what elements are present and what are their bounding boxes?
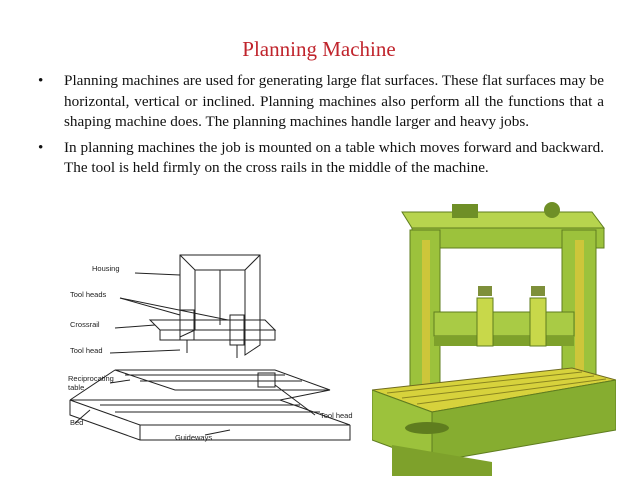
label-tool-head-left: Tool head (70, 346, 103, 355)
bullet-text: In planning machines the job is mounted … (64, 138, 604, 177)
bullet-symbol: • (38, 72, 44, 89)
planing-machine-photo (372, 202, 616, 476)
bullet-item: • Planning machines are used for generat… (38, 71, 604, 133)
crossrail-shape (148, 319, 277, 331)
bullet-item: • In planning machines the job is mounte… (38, 138, 604, 179)
label-tool-heads: Tool heads (70, 290, 107, 299)
bullet-list: • Planning machines are used for generat… (38, 71, 604, 184)
planing-machine-diagram: Housing Tool heads Crossrail Tool head R… (68, 254, 353, 442)
bullet-text: Planning machines are used for generatin… (64, 72, 604, 130)
machine-table (372, 367, 616, 476)
label-housing: Housing (92, 264, 120, 273)
label-table: table (68, 383, 84, 392)
label-guideways: Guideways (175, 433, 212, 442)
table-shape (114, 369, 331, 391)
bullet-symbol: • (38, 138, 44, 156)
label-bed: Bed (70, 418, 83, 427)
label-crossrail: Crossrail (70, 320, 100, 329)
label-tool-head-right: Tool head (320, 411, 353, 420)
slide-title: Planning Machine (242, 37, 396, 61)
label-reciprocating: Reciprocating (68, 374, 114, 383)
